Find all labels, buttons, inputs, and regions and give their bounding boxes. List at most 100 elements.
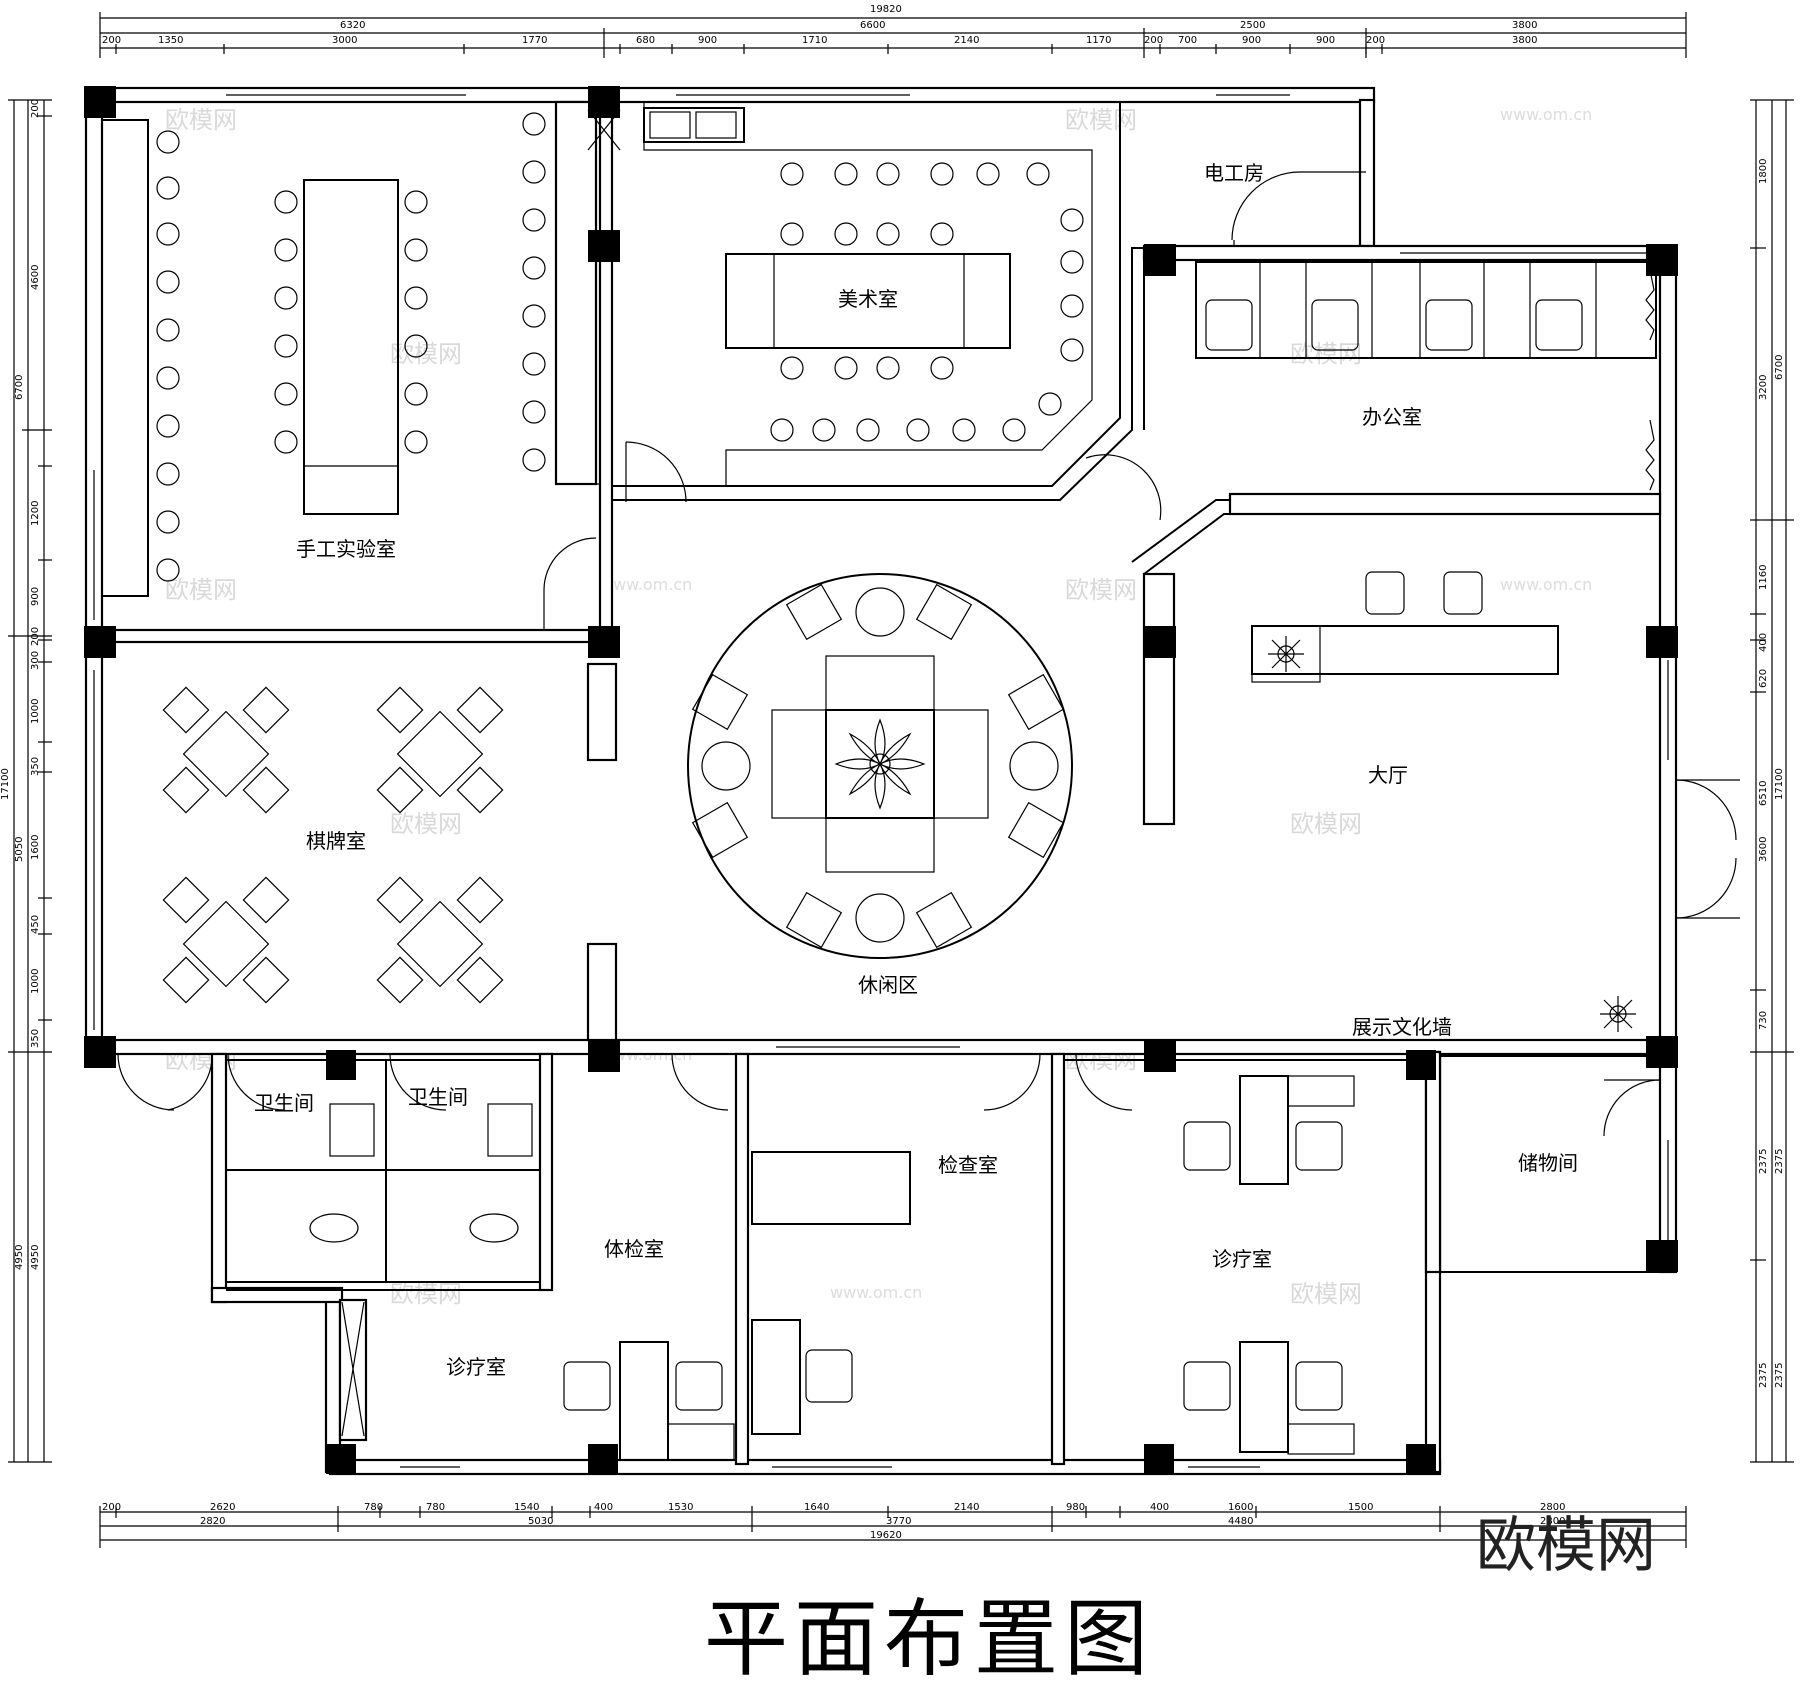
dim-top-group: 2500	[1240, 20, 1265, 31]
watermark-text: 欧模网	[1290, 340, 1362, 368]
room-labels: 手工实验室 美术室 电工房 办公室 棋牌室 休闲区 大厅 展示文化墙 卫生间 卫…	[254, 161, 1578, 1379]
chess-table-set	[376, 876, 504, 1004]
dim-top-seg: 900	[1242, 35, 1261, 46]
dim-bottom-seg: 780	[426, 1502, 445, 1513]
dim-left-total: 4950	[14, 1245, 25, 1270]
label-electrical-room: 电工房	[1204, 161, 1264, 185]
dim-right-seg: 620	[1758, 669, 1769, 688]
dim-bottom-seg: 2140	[954, 1502, 979, 1513]
watermark-text: 欧模网	[1065, 576, 1137, 604]
plant-icon	[1268, 636, 1304, 672]
column	[1144, 244, 1176, 276]
dim-left-seg: 200	[30, 627, 41, 646]
dim-right-seg: 2375	[1758, 1149, 1769, 1174]
label-exam-room: 检查室	[938, 1153, 998, 1177]
dim-top-total: 19820	[870, 4, 902, 15]
column	[84, 86, 116, 118]
column	[1144, 626, 1176, 658]
dim-left-seg: 1000	[30, 699, 41, 724]
dim-right-group: 3600	[1758, 837, 1769, 862]
dim-left-total: 17100	[0, 768, 11, 800]
column	[588, 230, 620, 262]
column	[1646, 1036, 1678, 1068]
dimension-lines: 19820 6320 6600 2500 3800 3800 200 1350 …	[0, 4, 1794, 1548]
dim-top-seg: 700	[1178, 35, 1197, 46]
dim-left-seg: 200	[30, 99, 41, 118]
label-chess-room: 棋牌室	[306, 829, 366, 853]
label-culture-wall: 展示文化墙	[1352, 1015, 1452, 1039]
dim-bottom-seg: 1500	[1348, 1502, 1373, 1513]
label-handcraft-lab: 手工实验室	[296, 537, 396, 561]
chess-room-furniture	[162, 537, 597, 1004]
column	[84, 626, 116, 658]
dim-bottom-seg: 1600	[1228, 1502, 1253, 1513]
watermarks: 欧模网 欧模网 欧模网 欧模网 欧模网 欧模网 欧模网 欧模网 欧模网 欧模网 …	[165, 105, 1592, 1308]
dim-bottom-seg: 2620	[210, 1502, 235, 1513]
dim-left-seg: 350	[30, 757, 41, 776]
dim-top-group: 6320	[340, 20, 365, 31]
dim-left-group: 4600	[30, 265, 41, 290]
watermark-text: 欧模网	[390, 810, 462, 838]
column	[326, 1050, 356, 1080]
dim-bottom-seg: 400	[594, 1502, 613, 1513]
plant-icon	[834, 718, 926, 810]
dim-bottom-seg: 200	[102, 1502, 121, 1513]
watermark-url: www.om.cn	[1500, 105, 1592, 124]
dim-top-seg: 1350	[158, 35, 183, 46]
chess-table-set	[376, 686, 504, 814]
dim-top-seg: 1170	[1086, 35, 1111, 46]
dim-top-group: 3800	[1512, 20, 1537, 31]
office-furniture	[1195, 261, 1657, 491]
dim-top-seg: 200	[102, 35, 121, 46]
dim-top-seg: 200	[1144, 35, 1163, 46]
dim-right-total: 6700	[1774, 355, 1785, 380]
watermark-text: 欧模网	[1065, 106, 1137, 134]
dim-left-group: 4950	[30, 1245, 41, 1270]
columns	[84, 86, 1678, 1474]
dim-bottom-seg: 1530	[668, 1502, 693, 1513]
label-storage-room: 储物间	[1518, 1151, 1578, 1175]
dim-left-seg: 350	[30, 1029, 41, 1048]
dim-right-group: 6510	[1758, 781, 1769, 806]
column	[1406, 1050, 1436, 1080]
dim-bottom-seg: 780	[364, 1502, 383, 1513]
dim-right-seg: 2375	[1774, 1363, 1785, 1388]
lower-rooms-furniture	[117, 1053, 1661, 1461]
dim-top-seg: 2140	[954, 35, 979, 46]
dim-left-seg: 900	[30, 587, 41, 606]
label-leisure-area: 休闲区	[858, 973, 918, 997]
plant-icon	[1600, 996, 1636, 1032]
column	[1646, 244, 1678, 276]
column	[1646, 1240, 1678, 1272]
label-toilet-1: 卫生间	[254, 1091, 314, 1115]
dim-right-seg: 1160	[1758, 565, 1769, 590]
dim-top-seg: 680	[636, 35, 655, 46]
dim-right-seg: 400	[1758, 633, 1769, 652]
column	[1144, 1040, 1176, 1072]
dim-bottom-total: 19620	[870, 1530, 902, 1541]
label-art-room: 美术室	[838, 287, 898, 311]
watermark-text: 欧模网	[390, 340, 462, 368]
dim-top-group: 3800	[1512, 35, 1537, 46]
dim-left-seg: 300	[30, 651, 41, 670]
column	[588, 1444, 618, 1474]
column	[588, 1040, 620, 1072]
drawing-title: 平面布置图	[704, 1590, 1154, 1688]
label-physical-exam-room: 体检室	[604, 1237, 664, 1261]
dim-bottom-group: 3770	[886, 1516, 911, 1527]
column	[588, 626, 620, 658]
dim-bottom-group: 2800	[1540, 1516, 1565, 1527]
watermark-text: 欧模网	[165, 106, 237, 134]
watermark-text: 欧模网	[165, 576, 237, 604]
watermark-url: www.om.cn	[1500, 575, 1592, 594]
handcraft-lab-furniture	[101, 101, 640, 597]
dim-right-total: 17100	[1774, 768, 1785, 800]
dim-bottom-seg: 1640	[804, 1502, 829, 1513]
label-lobby: 大厅	[1368, 763, 1408, 787]
label-clinic-room-left: 诊疗室	[446, 1355, 506, 1379]
chess-table-set	[162, 686, 290, 814]
watermark-text: 欧模网	[390, 1280, 462, 1308]
dim-bottom-group: 2800	[1540, 1502, 1565, 1513]
watermark-text: 欧模网	[1290, 810, 1362, 838]
watermark-text: 欧模网	[1290, 1280, 1362, 1308]
